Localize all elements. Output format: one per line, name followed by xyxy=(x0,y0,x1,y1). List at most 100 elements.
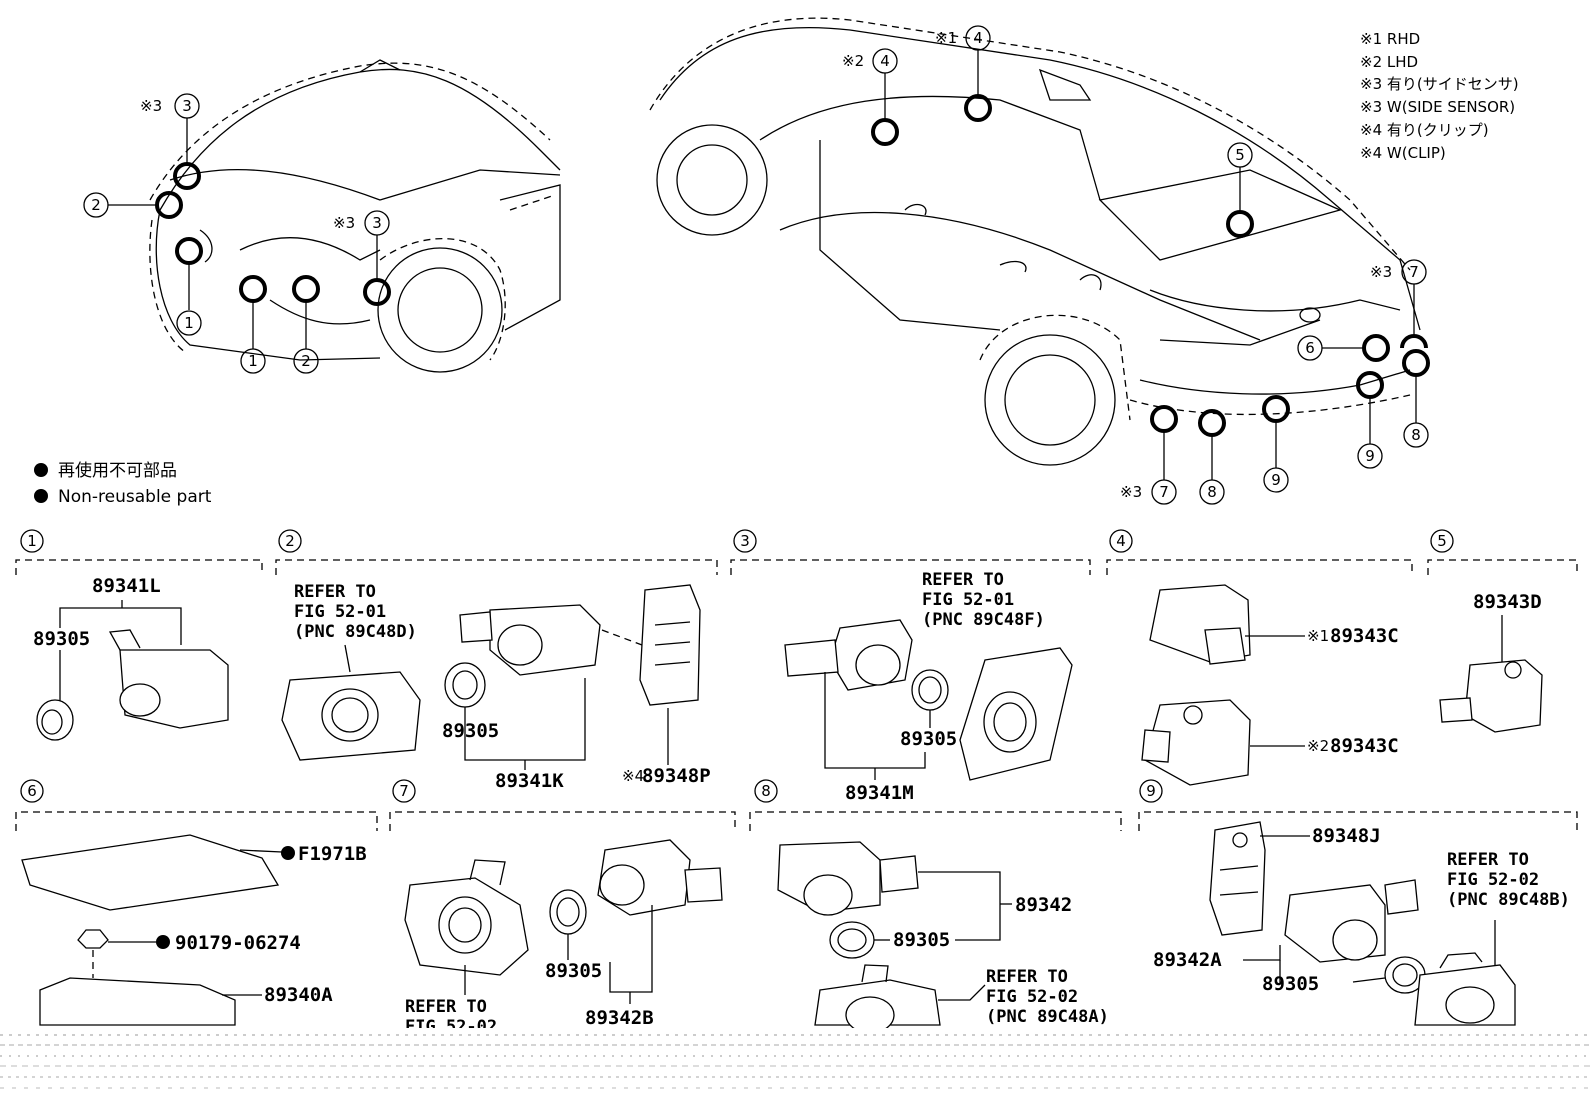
svg-text:6: 6 xyxy=(1305,339,1315,357)
sensor-module-icon xyxy=(1464,659,1543,733)
section-3: REFER TO FIG 52-01 (PNC 89C48F) 89305 89… xyxy=(784,570,1073,804)
svg-text:9: 9 xyxy=(1146,782,1156,800)
svg-text:89305: 89305 xyxy=(545,960,602,982)
sensor-location-8-side xyxy=(1402,349,1430,377)
svg-text:※3: ※3 xyxy=(1370,263,1392,281)
svg-text:3: 3 xyxy=(740,532,750,550)
svg-text:※2: ※2 xyxy=(842,52,864,70)
svg-text:※2: ※2 xyxy=(1307,737,1329,755)
svg-text:89342A: 89342A xyxy=(1153,949,1222,971)
sensor-location-7-side xyxy=(1400,334,1428,349)
svg-text:3: 3 xyxy=(372,214,382,232)
svg-text:(PNC 89C48A): (PNC 89C48A) xyxy=(986,1007,1109,1027)
legend: 再使用不可部品 Non-reusable part xyxy=(34,460,212,507)
svg-text:89341M: 89341M xyxy=(845,782,914,804)
svg-text:89305: 89305 xyxy=(442,720,499,742)
rear-callouts: 4 ※2 4 ※1 5 6 7 ※3 8 7 ※3 8 xyxy=(842,25,1430,505)
sensor-retainer-ring-icon xyxy=(36,699,74,741)
sensor-location-1a xyxy=(175,237,203,265)
svg-text:89348J: 89348J xyxy=(1312,825,1381,847)
sensor-location-8-rear xyxy=(1198,409,1226,437)
svg-text:8: 8 xyxy=(1411,426,1421,444)
section-2: REFER TO FIG 52-01 (PNC 89C48D) 89305 89… xyxy=(281,582,711,792)
sensor-clip-icon xyxy=(639,584,701,706)
svg-text:1: 1 xyxy=(27,532,37,550)
section-headers: 1 2 3 4 5 6 7 8 9 xyxy=(15,529,1578,831)
svg-text:REFER TO: REFER TO xyxy=(405,997,487,1017)
front-callouts: 1 2 3 ※3 1 2 3 ※3 xyxy=(83,93,391,374)
svg-text:4: 4 xyxy=(973,29,983,47)
svg-text:(PNC 89C48F): (PNC 89C48F) xyxy=(922,610,1045,630)
svg-text:9: 9 xyxy=(1365,447,1375,465)
sensor-clip-icon xyxy=(1209,821,1266,936)
control-module-icon xyxy=(39,977,236,1026)
svg-text:(PNC 89C48B): (PNC 89C48B) xyxy=(1447,890,1570,910)
svg-text:3: 3 xyxy=(182,97,192,115)
svg-text:2: 2 xyxy=(285,532,295,550)
section-5: 89343D xyxy=(1439,591,1543,733)
sensor-location-3b xyxy=(363,278,391,306)
sensor-location-4-lhd xyxy=(871,118,899,146)
svg-text:9: 9 xyxy=(1271,471,1281,489)
part-number-89305: 89305 xyxy=(33,628,90,650)
svg-text:※4: ※4 xyxy=(622,767,644,785)
svg-text:※3: ※3 xyxy=(333,214,355,232)
svg-text:※3 有り(サイドセンサ): ※3 有り(サイドセンサ) xyxy=(1360,75,1519,93)
svg-text:※1 RHD: ※1 RHD xyxy=(1360,30,1420,48)
sensor-location-4-rhd xyxy=(964,94,992,122)
svg-text:※3: ※3 xyxy=(1120,483,1142,501)
svg-text:※4 W(CLIP): ※4 W(CLIP) xyxy=(1360,144,1446,162)
svg-text:FIG 52-01: FIG 52-01 xyxy=(294,602,386,622)
svg-text:89305: 89305 xyxy=(893,929,950,951)
svg-text:89343C: 89343C xyxy=(1330,625,1399,647)
section-4: ※1 89343C ※2 89343C xyxy=(1141,584,1399,786)
svg-text:8: 8 xyxy=(761,782,771,800)
svg-text:※3 W(SIDE SENSOR): ※3 W(SIDE SENSOR) xyxy=(1360,98,1515,116)
sensor-location-7-rear xyxy=(1150,405,1178,433)
section-6: F1971B 90179-06274 89340A xyxy=(21,834,367,1026)
section-8: 89342 89305 REFER TO FIG 52-02 (PNC 89C4… xyxy=(777,841,1109,1034)
clip-icon xyxy=(77,929,109,949)
svg-text:4: 4 xyxy=(880,52,890,70)
svg-text:※1: ※1 xyxy=(1307,627,1329,645)
svg-text:1: 1 xyxy=(184,314,194,332)
svg-text:89343C: 89343C xyxy=(1330,735,1399,757)
svg-text:※3: ※3 xyxy=(140,97,162,115)
svg-text:FIG 52-01: FIG 52-01 xyxy=(922,590,1014,610)
front-car-illustration xyxy=(149,59,561,373)
svg-text:2: 2 xyxy=(91,196,101,214)
svg-text:7: 7 xyxy=(1409,263,1419,281)
sensor-location-5 xyxy=(1226,210,1254,238)
svg-text:5: 5 xyxy=(1437,532,1447,550)
part-number-89341L: 89341L xyxy=(92,575,161,597)
svg-text:再使用不可部品: 再使用不可部品 xyxy=(58,460,177,481)
rear-car-illustration xyxy=(649,17,1421,466)
section-9: 89348J 89342A 89305 REFER TO FIG 52-02 (… xyxy=(1153,821,1570,1026)
section-1: 89341L 89305 xyxy=(33,575,229,741)
svg-text:REFER TO: REFER TO xyxy=(1447,850,1529,870)
svg-text:FIG 52-02: FIG 52-02 xyxy=(986,987,1078,1007)
svg-text:4: 4 xyxy=(1116,532,1126,550)
svg-text:7: 7 xyxy=(1159,483,1169,501)
non-reusable-dot-icon xyxy=(34,489,48,503)
svg-text:※1: ※1 xyxy=(935,29,957,47)
sensor-retainer-ring-icon xyxy=(444,662,486,708)
sensor-retainer-ring-icon xyxy=(549,889,587,935)
non-reusable-dot-icon xyxy=(34,463,48,477)
svg-text:89305: 89305 xyxy=(1262,973,1319,995)
scan-noise-band xyxy=(0,1028,1592,1099)
svg-text:※4 有り(クリップ): ※4 有り(クリップ) xyxy=(1360,121,1489,139)
svg-text:89341K: 89341K xyxy=(495,770,564,792)
section-7: REFER TO FIG 52-02 89305 89342B xyxy=(404,839,723,1037)
svg-text:1: 1 xyxy=(248,352,258,370)
sensor-location-1b xyxy=(239,275,267,303)
sensor-retainer-ring-icon xyxy=(829,921,875,959)
svg-text:(PNC 89C48D): (PNC 89C48D) xyxy=(294,622,417,642)
svg-text:F1971B: F1971B xyxy=(298,843,367,865)
sensor-retainer-ring-icon xyxy=(911,669,949,711)
svg-text:REFER TO: REFER TO xyxy=(922,570,1004,590)
svg-text:REFER TO: REFER TO xyxy=(294,582,376,602)
non-reusable-dot-icon xyxy=(156,935,170,949)
